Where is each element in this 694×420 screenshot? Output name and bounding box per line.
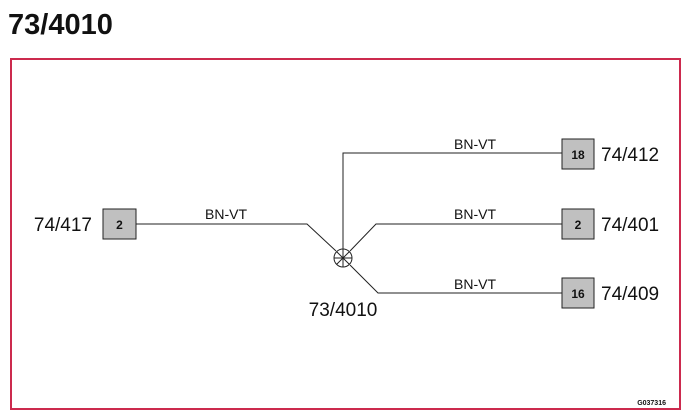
pin-number: 18 <box>571 148 585 162</box>
connector-74-409: 16 <box>561 277 595 309</box>
splice-label: 73/4010 <box>309 300 378 321</box>
wire-label-74-409: BN-VT <box>454 276 496 292</box>
pin-number: 16 <box>571 287 585 301</box>
pin-number: 2 <box>116 218 123 232</box>
splice-symbol <box>333 248 353 268</box>
page-title: 73/4010 <box>8 9 113 41</box>
connector-74-412: 18 <box>561 138 595 170</box>
wire-74-409 <box>349 264 562 294</box>
connector-ref-74-417: 74/417 <box>34 215 92 236</box>
wire-label-74-417: BN-VT <box>205 206 247 222</box>
connector-ref-74-409: 74/409 <box>601 284 659 305</box>
connector-ref-74-412: 74/412 <box>601 145 659 166</box>
pin-number: 2 <box>575 218 582 232</box>
connector-74-401: 2 <box>561 208 595 240</box>
wire-label-74-401: BN-VT <box>454 206 496 222</box>
wire-74-401 <box>349 223 562 252</box>
wire-74-412 <box>342 152 562 251</box>
connector-ref-74-401: 74/401 <box>601 215 659 236</box>
diagram-frame <box>10 58 681 410</box>
wire-label-74-412: BN-VT <box>454 136 496 152</box>
wire-74-417 <box>136 223 337 252</box>
connector-74-417: 2 <box>102 208 137 240</box>
figure-code: G037316 <box>637 400 666 407</box>
